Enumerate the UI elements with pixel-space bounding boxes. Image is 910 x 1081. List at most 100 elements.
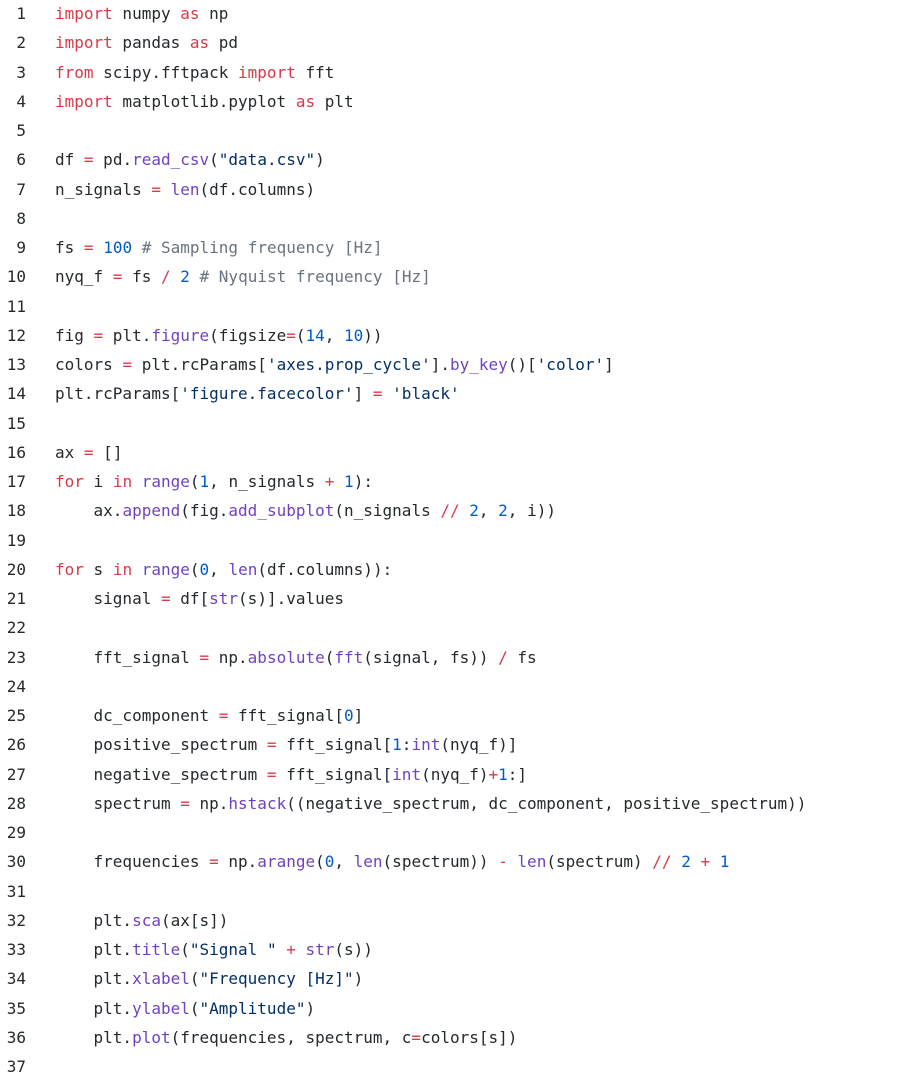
code-line[interactable]: 18 ax.append(fig.add_subplot(n_signals /… — [0, 496, 910, 525]
code-line[interactable]: 35 plt.ylabel("Amplitude") — [0, 994, 910, 1023]
text-token: plt — [315, 91, 354, 111]
line-number: 32 — [6, 910, 26, 930]
code-line[interactable]: 22 — [0, 613, 910, 642]
text-token: (s)) — [334, 940, 373, 959]
code-line[interactable]: 19 — [0, 526, 910, 555]
code-line[interactable]: 20 for s in range(0, len(df.columns)): — [0, 555, 910, 584]
code-text[interactable]: fs = 100 # Sampling frequency [Hz] — [55, 233, 383, 262]
code-line[interactable]: 36 plt.plot(frequencies, spectrum, c=col… — [0, 1023, 910, 1052]
code-line[interactable]: 11 — [0, 292, 910, 321]
code-text[interactable]: n_signals = len(df.columns) — [55, 175, 315, 204]
code-text[interactable]: ax.append(fig.add_subplot(n_signals // 2… — [55, 496, 556, 525]
line-number: 37 — [6, 1057, 26, 1076]
code-line[interactable]: 32 plt.sca(ax[s]) — [0, 906, 910, 935]
text-token — [94, 238, 104, 257]
code-text[interactable]: plt.xlabel("Frequency [Hz]") — [55, 964, 364, 993]
code-line[interactable]: 29 — [0, 818, 910, 847]
function-token: xlabel — [132, 969, 190, 989]
code-text[interactable]: plt.ylabel("Amplitude") — [55, 994, 316, 1023]
function-token: hstack — [228, 793, 287, 813]
text-token: pandas — [112, 33, 190, 53]
code-line[interactable]: 23 fft_signal = np.absolute(fft(signal, … — [0, 643, 910, 672]
code-text[interactable]: colors = plt.rcParams['axes.prop_cycle']… — [55, 350, 614, 379]
code-line[interactable]: 31 — [0, 877, 910, 906]
line-number: 14 — [6, 384, 26, 404]
string-token: 'axes.prop_cycle' — [266, 355, 431, 374]
code-text[interactable]: df = pd.read_csv("data.csv") — [55, 145, 325, 174]
text-token — [132, 472, 142, 491]
text-token: (signal, fs)) — [363, 647, 499, 667]
code-text[interactable]: dc_component = fft_signal[0] — [55, 701, 364, 730]
line-number: 20 — [6, 559, 26, 579]
text-token: (fig. — [180, 501, 229, 521]
text-token: numpy — [112, 4, 181, 23]
code-line[interactable]: 21 signal = df[str(s)].values — [0, 584, 910, 613]
code-line[interactable]: 34 plt.xlabel("Frequency [Hz]") — [0, 964, 910, 993]
code-text[interactable]: import pandas as pd — [55, 28, 238, 57]
function-token: append — [122, 501, 181, 521]
code-text[interactable]: negative_spectrum = fft_signal[int(nyq_f… — [55, 760, 528, 789]
code-text[interactable]: spectrum = np.hstack((negative_spectrum,… — [55, 789, 807, 818]
code-text[interactable]: plt.title("Signal " + str(s)) — [55, 935, 373, 964]
code-text[interactable]: ax = [] — [55, 438, 122, 467]
text-token: (nyq_f)] — [440, 735, 518, 755]
keyword-token: in — [112, 559, 133, 579]
code-text[interactable]: plt.rcParams['figure.facecolor'] = 'blac… — [55, 379, 460, 408]
function-token: int — [411, 735, 441, 755]
code-text[interactable]: fig = plt.figure(figsize=(14, 10)) — [55, 321, 383, 350]
text-token: (ax[s]) — [160, 910, 229, 930]
operator-token: = — [112, 267, 123, 287]
code-line[interactable]: 30 frequencies = np.arange(0, len(spectr… — [0, 847, 910, 876]
code-line[interactable]: 25 dc_component = fft_signal[0] — [0, 701, 910, 730]
function-token: range — [141, 559, 190, 579]
code-text[interactable]: for i in range(1, n_signals + 1): — [55, 467, 373, 496]
code-line[interactable]: 26 positive_spectrum = fft_signal[1:int(… — [0, 730, 910, 759]
code-line[interactable]: 15 — [0, 409, 910, 438]
operator-token: = — [122, 355, 133, 374]
code-line[interactable]: 27 negative_spectrum = fft_signal[int(ny… — [0, 760, 910, 789]
text-token: df[ — [170, 589, 210, 608]
text-token — [710, 852, 720, 871]
text-token — [460, 501, 470, 520]
code-text[interactable]: nyq_f = fs / 2 # Nyquist frequency [Hz] — [55, 262, 431, 291]
text-token: ] — [353, 706, 364, 725]
function-token: ylabel — [132, 998, 190, 1018]
code-text[interactable]: fft_signal = np.absolute(fft(signal, fs)… — [55, 643, 537, 672]
code-text[interactable]: frequencies = np.arange(0, len(spectrum)… — [55, 847, 730, 876]
text-token: , — [324, 325, 345, 345]
code-text[interactable]: from scipy.fftpack import fft — [55, 58, 334, 87]
code-line[interactable]: 5 — [0, 116, 910, 145]
code-text[interactable]: for s in range(0, len(df.columns)): — [55, 555, 392, 584]
code-line[interactable]: 28 spectrum = np.hstack((negative_spectr… — [0, 789, 910, 818]
code-line[interactable]: 24 — [0, 672, 910, 701]
code-text[interactable]: plt.sca(ax[s]) — [55, 906, 229, 935]
code-text[interactable]: signal = df[str(s)].values — [55, 584, 344, 613]
code-text[interactable]: plt.plot(frequencies, spectrum, c=colors… — [55, 1023, 518, 1052]
text-token: fft_signal[ — [228, 706, 344, 725]
function-token: plot — [132, 1027, 171, 1047]
operator-token: = — [160, 589, 171, 608]
code-text[interactable]: import numpy as np — [55, 0, 228, 28]
code-line[interactable]: 8 — [0, 204, 910, 233]
code-line[interactable]: 14 plt.rcParams['figure.facecolor'] = 'bl… — [0, 379, 910, 408]
code-text[interactable]: positive_spectrum = fft_signal[1:int(nyq… — [55, 730, 518, 759]
code-text[interactable]: import matplotlib.pyplot as plt — [55, 87, 354, 116]
line-number: 24 — [6, 676, 26, 696]
line-number: 8 — [16, 208, 26, 228]
code-line[interactable]: 33 plt.title("Signal " + str(s)) — [0, 935, 910, 964]
operator-token: / — [160, 267, 171, 287]
code-line[interactable]: 37 — [0, 1052, 910, 1081]
